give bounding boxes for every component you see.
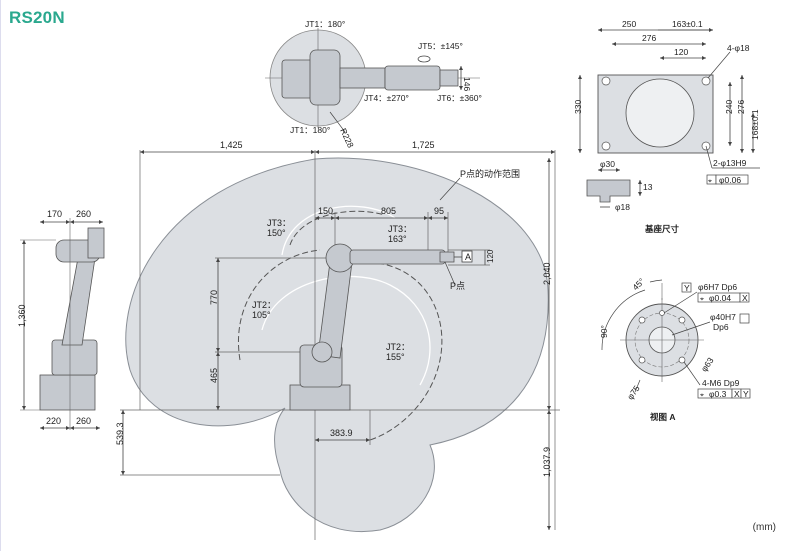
dim-770: 770: [209, 290, 219, 305]
dim-260-top: 260: [76, 209, 91, 219]
jt2-left-label-2: 105°: [252, 310, 271, 320]
pin-spec: φ6H7 Dp6: [698, 282, 737, 292]
dim-805: 805: [381, 206, 396, 216]
bore-spec-1: φ40H7: [710, 312, 736, 322]
view-a-marker: A: [465, 252, 471, 262]
jt1-top-label: JT1：180°: [305, 19, 345, 29]
jt1-bottom-label: JT1：180°: [290, 125, 330, 135]
svg-text:⌖: ⌖: [708, 178, 712, 185]
dim-383-9: 383.9: [330, 428, 353, 438]
dim-phi18: φ18: [615, 202, 630, 212]
base-view-labels: 250 163±0.1 276 120 4-φ18 330 240 276 16…: [573, 19, 760, 234]
jt5-label: JT5：±145°: [418, 41, 463, 51]
dim-150: 150: [318, 206, 333, 216]
robot-side-silhouette: [289, 243, 455, 411]
jt3-upper-label-2: 150°: [267, 228, 286, 238]
dim-168: 168±0.1: [750, 109, 760, 140]
dim-1425: 1,425: [220, 140, 243, 150]
front-view-labels: 170 260 1,360 220 260: [17, 209, 91, 426]
jt4-label: JT4：±270°: [364, 93, 409, 103]
svg-text:⌖: ⌖: [700, 296, 704, 303]
svg-text:⌖: ⌖: [700, 392, 704, 399]
base-caption: 基座尺寸: [644, 224, 680, 234]
radius-r228: R228: [338, 127, 356, 150]
holes-4-phi18: 4-φ18: [727, 43, 750, 53]
jt3-upper-label-1: JT3：: [267, 218, 291, 228]
angle-90: 90°: [599, 325, 609, 338]
jt2-right-label-2: 155°: [386, 352, 405, 362]
top-view: [265, 28, 480, 133]
flange-caption: 视图 A: [650, 412, 676, 422]
dim-240: 240: [724, 100, 734, 114]
dim-phi30: φ30: [600, 159, 615, 169]
dim-220: 220: [46, 416, 61, 426]
dim-170: 170: [47, 209, 62, 219]
dim-539-3: 539.3: [115, 422, 125, 445]
jt3-right-label-2: 163°: [388, 234, 407, 244]
dim-146: 146: [462, 77, 472, 91]
base-tolerance: φ0.06: [719, 175, 741, 185]
jt2-left-label-1: JT2：: [252, 300, 276, 310]
datum-x: X: [742, 293, 748, 303]
side-view: [120, 150, 560, 540]
dim-95: 95: [434, 206, 444, 216]
dim-330: 330: [573, 100, 583, 114]
dim-1725: 1,725: [412, 140, 435, 150]
dim-1360: 1,360: [17, 304, 27, 327]
dim-2040: 2,040: [542, 262, 552, 285]
tapped-holes: 4-M6 Dp9: [702, 378, 740, 388]
datum-x2: X: [734, 389, 740, 399]
dim-276-side: 276: [736, 100, 746, 114]
p-range-label: P点的动作范围: [460, 168, 520, 179]
dim-120: 120: [486, 249, 495, 263]
tapped-tolerance: φ0.3: [709, 389, 727, 399]
datum-y2: Y: [743, 389, 749, 399]
dim-260-bottom: 260: [76, 416, 91, 426]
dim-163: 163±0.1: [672, 19, 703, 29]
jt2-right-label-1: JT2：: [386, 342, 410, 352]
front-view: [20, 218, 105, 430]
dim-120-base: 120: [674, 47, 688, 57]
bore-spec-2: Dp6: [713, 322, 729, 332]
pcd-75: φ75: [625, 383, 642, 401]
dim-13: 13: [643, 182, 653, 192]
jt3-right-label-1: JT3：: [388, 224, 412, 234]
pin-tolerance: φ0.04: [709, 293, 731, 303]
jt6-label: JT6：±360°: [437, 93, 482, 103]
datum-y: Y: [684, 283, 690, 293]
dim-1037-9: 1,037.9: [542, 447, 552, 477]
jt2-arc-left: [238, 249, 321, 361]
p-point-label: P点: [450, 281, 465, 291]
side-view-labels: 1,425 1,725 P点的动作范围 150 805 95 JT3： 150°…: [115, 140, 552, 477]
dim-465: 465: [209, 368, 219, 383]
jt3-arc-dash: [289, 210, 386, 246]
jt3-arc-upper: [281, 205, 396, 256]
base-view: [578, 28, 760, 208]
jt2-arc-inner: [261, 275, 431, 386]
dim-276-top: 276: [642, 33, 656, 43]
flange-view: [601, 279, 751, 399]
angle-45: 45°: [630, 276, 646, 292]
model-title: RS20N: [9, 8, 65, 27]
dim-250: 250: [622, 19, 636, 29]
unit-label: (mm): [752, 522, 776, 533]
pcd-63: φ63: [699, 355, 716, 373]
pin-holes-label: 2-φ13H9: [713, 158, 747, 168]
